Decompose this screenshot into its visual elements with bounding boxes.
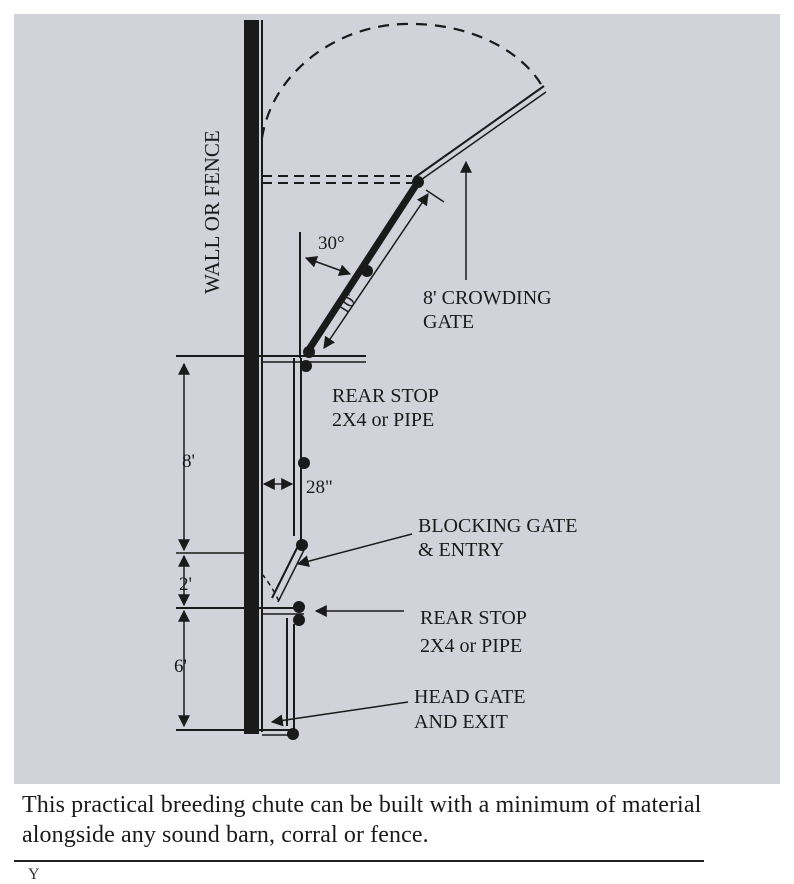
figure-caption: This practical breeding chute can be bui… [22, 792, 702, 848]
body-text-fragment: Y [28, 866, 40, 883]
dim-6-label: 6' [174, 656, 187, 677]
rear-stop-top-label-2: 2X4 or PIPE [332, 409, 434, 431]
rail-post [298, 457, 310, 469]
blocking-gate-label-2: & ENTRY [418, 539, 504, 561]
rear-stop-post-top [300, 360, 312, 372]
crowding-gate-label-2: GATE [423, 311, 474, 333]
gate-hinge-top [412, 176, 424, 188]
rear-stop-bottom-label-2: 2X4 or PIPE [420, 635, 522, 657]
gate-length-label: 10' [332, 290, 360, 319]
wall-post [244, 20, 259, 734]
rear-stop-post-bottom-a [293, 601, 305, 613]
dim-8-label: 8' [182, 451, 195, 472]
gate-length-dim [323, 193, 429, 349]
gate-hinge-mid [361, 265, 373, 277]
breeding-chute-diagram: WALL OR FENCE 30° 10' 8' CROWDING GATE R… [174, 20, 577, 740]
width-28-label: 28" [306, 477, 333, 498]
crowding-gate-open [413, 85, 545, 179]
crowding-gate-open-2 [417, 91, 547, 183]
blocking-gate-swing [261, 573, 281, 605]
crowding-gate-label-1: 8' CROWDING [423, 287, 552, 309]
head-gate-label-1: HEAD GATE [414, 686, 526, 708]
gate-end-tick [425, 189, 445, 203]
blocking-gate-label-1: BLOCKING GATE [418, 515, 577, 537]
rear-stop-top-label-1: REAR STOP [332, 385, 439, 407]
blocking-gate-post [296, 539, 308, 551]
dim-2-label: 2' [179, 574, 192, 595]
blocking-gate-pointer [296, 533, 413, 568]
angle-label: 30° [318, 233, 345, 254]
head-gate-label-2: AND EXIT [414, 711, 508, 733]
diagram-panel: WALL OR FENCE 30° 10' 8' CROWDING GATE R… [14, 14, 780, 784]
gate-swing-arc [260, 22, 543, 139]
rear-stop-bottom-label-1: REAR STOP [420, 607, 527, 629]
caption-divider [14, 860, 704, 862]
wall-or-fence-label: WALL OR FENCE [200, 130, 224, 294]
angle-dim [304, 256, 352, 276]
rear-stop-post-bottom-b [293, 614, 305, 626]
blocking-gate [271, 545, 299, 599]
head-gate-pointer [270, 701, 409, 727]
head-gate-post [287, 728, 299, 740]
